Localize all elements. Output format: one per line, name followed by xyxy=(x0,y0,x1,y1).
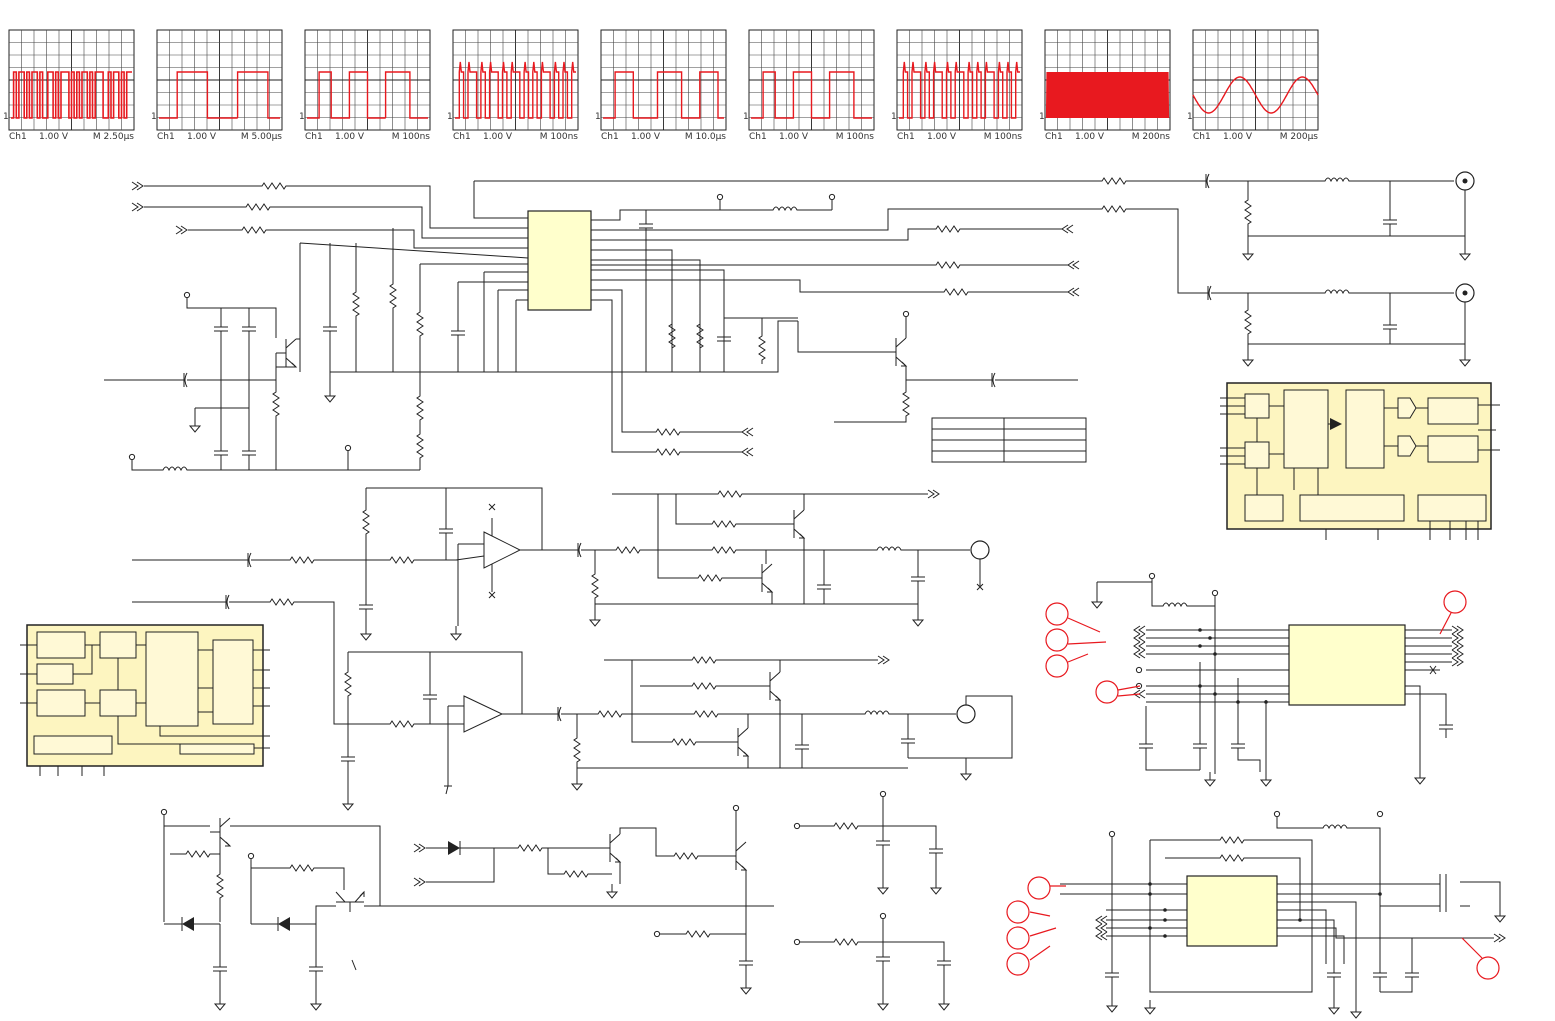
signal-trace xyxy=(899,61,1020,119)
svg-text:1: 1 xyxy=(1187,112,1193,122)
rf-jack-1 xyxy=(970,540,990,560)
signal-trace xyxy=(455,61,576,119)
right-ic-1 xyxy=(1288,624,1406,706)
scope-volts-label: 1.00 V xyxy=(779,132,809,142)
signal-trace xyxy=(603,71,724,119)
scope-volts-label: 1.00 V xyxy=(483,132,513,142)
svg-text:1: 1 xyxy=(299,112,305,122)
scope-channel-label: Ch1 xyxy=(157,132,175,142)
output-jack-1 xyxy=(1455,171,1475,191)
scope-timebase-label: M 100ns xyxy=(984,132,1023,142)
scope-volts-label: 1.00 V xyxy=(631,132,661,142)
svg-text:1: 1 xyxy=(1039,112,1045,122)
signal-trace xyxy=(751,71,872,119)
output-jack-2 xyxy=(1455,283,1475,303)
scope-timebase-label: M 200ns xyxy=(1132,132,1171,142)
scope-channel-label: Ch1 xyxy=(1045,132,1063,142)
scope-channel-label: Ch1 xyxy=(897,132,915,142)
scope-volts-label: 1.00 V xyxy=(1075,132,1105,142)
scope-volts-label: 1.00 V xyxy=(39,132,69,142)
svg-text:1: 1 xyxy=(151,112,157,122)
block-diagram-left xyxy=(20,624,270,776)
scope-volts-label: 1.00 V xyxy=(187,132,217,142)
bottom-filter-circuit xyxy=(793,790,952,1011)
svg-text:1: 1 xyxy=(891,112,897,122)
scope-timebase-label: M 100ns xyxy=(540,132,579,142)
callout-marker xyxy=(1045,602,1069,626)
callout-marker xyxy=(1095,680,1119,704)
bottom-driver-circuit xyxy=(413,804,754,995)
callout-marker xyxy=(1006,926,1030,950)
upper-circuit xyxy=(104,171,1475,471)
svg-text:1: 1 xyxy=(743,112,749,122)
rf-jack-2 xyxy=(956,704,976,724)
callout-marker xyxy=(1045,628,1069,652)
scope-volts-label: 1.00 V xyxy=(335,132,365,142)
signal-trace xyxy=(11,71,132,119)
scope-timebase-label: M 100ns xyxy=(392,132,431,142)
callout-marker xyxy=(1006,952,1030,976)
amplifier-stage-1 xyxy=(132,487,990,725)
callout-marker xyxy=(1476,956,1500,980)
scope-channel-label: Ch1 xyxy=(305,132,323,142)
callout-marker xyxy=(1045,654,1069,678)
signal-trace xyxy=(1192,76,1319,114)
main-ic xyxy=(527,210,592,311)
scope-volts-label: 1.00 V xyxy=(927,132,957,142)
signal-trace xyxy=(307,71,428,119)
scope-timebase-label: M 10.0µs xyxy=(685,132,726,142)
callout-marker xyxy=(1443,590,1467,614)
amplifier-stage-2 xyxy=(340,651,1013,811)
right-ic-2 xyxy=(1186,875,1278,947)
svg-text:1: 1 xyxy=(447,112,453,122)
scope-timebase-label: M 2.50µs xyxy=(93,132,134,142)
scope-channel-label: Ch1 xyxy=(601,132,619,142)
svg-text:1: 1 xyxy=(595,112,601,122)
signal-trace xyxy=(1045,71,1170,119)
block-diagram-right xyxy=(1220,382,1500,540)
scope-timebase-label: M 100ns xyxy=(836,132,875,142)
callout-marker xyxy=(1006,900,1030,924)
callout-marker xyxy=(1027,876,1051,900)
signal-trace xyxy=(159,71,280,119)
scope-channel-label: Ch1 xyxy=(453,132,471,142)
scope-volts-label: 1.00 V xyxy=(1223,132,1253,142)
bottom-power-circuit xyxy=(160,808,774,1011)
scope-channel-label: Ch1 xyxy=(749,132,767,142)
scope-timebase-label: M 5.00µs xyxy=(241,132,282,142)
scope-channel-label: Ch1 xyxy=(1193,132,1211,142)
scope-channel-label: Ch1 xyxy=(9,132,27,142)
ic-circuit-right-1 xyxy=(1045,572,1467,787)
svg-text:1: 1 xyxy=(3,112,9,122)
scope-timebase-label: M 200µs xyxy=(1280,132,1319,142)
ic-circuit-right-2 xyxy=(1006,810,1506,1019)
